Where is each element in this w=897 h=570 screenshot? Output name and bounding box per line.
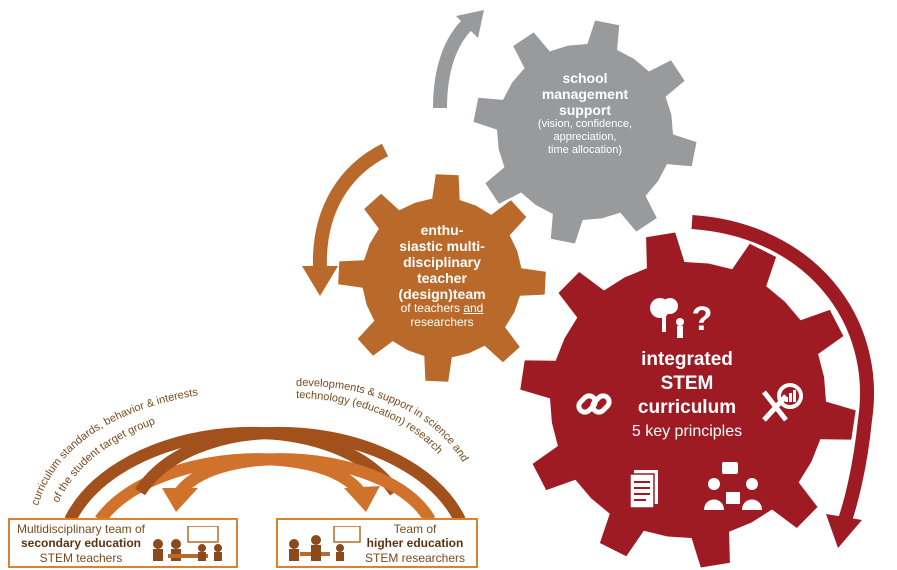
- management-detail-3: time allocation): [548, 143, 622, 156]
- higher-line-1: Team of: [393, 522, 437, 536]
- management-line-1: school: [562, 70, 608, 86]
- tree-question-icon: ?: [650, 298, 713, 338]
- management-gear: [473, 20, 697, 244]
- secondary-line-3: STEM teachers: [39, 550, 123, 565]
- curriculum-line-3: curriculum: [637, 396, 737, 418]
- higher-line-3: STEM researchers: [364, 550, 466, 565]
- teachers-meeting-icon: [153, 526, 222, 561]
- team-line-4: teacher: [417, 270, 467, 287]
- curriculum-gear: [520, 232, 856, 568]
- gray-cycle-arrow: [433, 10, 484, 109]
- curriculum-line-1: integrated: [641, 349, 733, 370]
- team-detail-and: and: [463, 301, 484, 316]
- curriculum-gear-label: integrated STEM curriculum 5 key princip…: [612, 348, 762, 442]
- team-gear-label: enthu- siastic multi- disciplinary teach…: [372, 222, 512, 330]
- secondary-line-2: secondary education: [20, 536, 142, 551]
- team-gear: [338, 174, 546, 382]
- svg-text:?: ?: [692, 300, 713, 338]
- management-line-2: management: [541, 86, 629, 103]
- management-gear-body: [473, 20, 697, 244]
- orange-cycle-arrow: [302, 143, 389, 296]
- researchers-meeting-icon: [289, 526, 361, 561]
- management-detail-2: appreciation,: [553, 130, 617, 143]
- secondary-line-1: Multidisciplinary team of: [16, 522, 146, 536]
- curriculum-subtitle: 5 key principles: [631, 423, 743, 441]
- management-gear-label: school management support (vision, confi…: [510, 70, 660, 156]
- management-detail-1: (vision, confidence,: [537, 118, 633, 131]
- team-line-5: (design)team: [398, 286, 486, 303]
- team-detail-prefix: of teachers: [400, 301, 464, 316]
- team-detail-suffix: researchers: [410, 315, 474, 330]
- bottom-flow-arrows: [64, 426, 466, 524]
- tools-chart-icon: [762, 383, 803, 422]
- team-line-3: disciplinary: [403, 254, 481, 271]
- team-gear-body: [338, 174, 546, 382]
- team-line-2: siastic multi-: [399, 238, 485, 255]
- collaboration-icon: [704, 462, 762, 510]
- higher-team-box: Team of higher education STEM researcher…: [276, 518, 478, 568]
- team-line-1: enthu-: [420, 222, 464, 238]
- red-cycle-arrow: [691, 215, 874, 548]
- higher-line-2: higher education: [366, 536, 464, 551]
- secondary-team-box: Multidisciplinary team of secondary educ…: [8, 518, 238, 568]
- curriculum-gear-body: [520, 232, 856, 568]
- document-icon: [629, 470, 658, 509]
- management-line-3: support: [558, 102, 612, 119]
- curriculum-line-2: STEM: [660, 372, 714, 394]
- link-icon: [576, 393, 612, 415]
- team-detail: of teachers and: [372, 302, 512, 316]
